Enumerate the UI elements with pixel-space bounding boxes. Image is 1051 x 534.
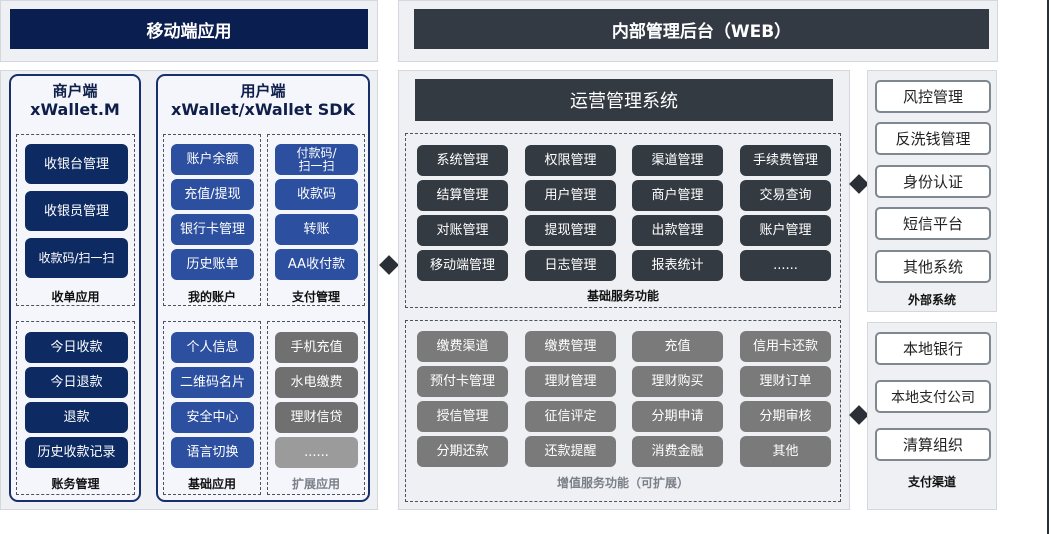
withdraw-mgmt-button[interactable]: 提现管理 bbox=[525, 215, 616, 246]
my-account-group: 我的账户 bbox=[163, 134, 261, 306]
ops-system-title-text: 运营管理系统 bbox=[570, 91, 678, 112]
history-income-button[interactable]: 历史收款记录 bbox=[25, 437, 128, 468]
payment-channel-button[interactable]: 缴费渠道 bbox=[417, 331, 508, 362]
wealth-order-button[interactable]: 理财订单 bbox=[740, 366, 831, 397]
payment-mgmt-group: 支付管理 bbox=[267, 134, 365, 306]
more-basic-button[interactable]: ...... bbox=[740, 250, 831, 281]
mobile-header-text: 移动端应用 bbox=[146, 21, 232, 42]
permission-mgmt-button[interactable]: 权限管理 bbox=[525, 145, 616, 176]
security-center-button[interactable]: 安全中心 bbox=[171, 402, 254, 433]
user-title-2: xWallet/xWallet SDK bbox=[171, 100, 355, 119]
accounting-label: 账务管理 bbox=[51, 477, 100, 491]
backend-channels-diamond bbox=[849, 405, 869, 425]
today-refund-button[interactable]: 今日退款 bbox=[25, 367, 128, 398]
utility-bill-button[interactable]: 水电缴费 bbox=[275, 367, 358, 398]
wealth-mgmt-button[interactable]: 理财管理 bbox=[525, 366, 616, 397]
identity-auth-item[interactable]: 身份认证 bbox=[875, 165, 991, 198]
right-edge-divider bbox=[1047, 0, 1049, 534]
ops-system-title: 运营管理系统 bbox=[415, 79, 833, 121]
channel-mgmt-button[interactable]: 渠道管理 bbox=[632, 145, 723, 176]
report-stats-button[interactable]: 报表统计 bbox=[632, 250, 723, 281]
fee-mgmt-button[interactable]: 手续费管理 bbox=[740, 145, 831, 176]
payment-mgmt-button[interactable]: 缴费管理 bbox=[525, 331, 616, 362]
payment-channels-label: 支付渠道 bbox=[907, 475, 956, 489]
collection-group: 收单应用 bbox=[16, 134, 135, 306]
repay-reminder-button[interactable]: 还款提醒 bbox=[525, 436, 616, 467]
payment-mgmt-label: 支付管理 bbox=[291, 290, 340, 304]
sms-platform-item[interactable]: 短信平台 bbox=[875, 207, 991, 240]
user-title-1: 用户端 bbox=[240, 82, 286, 100]
merchant-title-1: 商户端 bbox=[52, 82, 98, 100]
risk-control-item[interactable]: 风控管理 bbox=[875, 80, 991, 113]
basic-apps-label: 基础应用 bbox=[187, 477, 236, 491]
installment-apply-button[interactable]: 分期申请 bbox=[632, 401, 723, 432]
installment-review-button[interactable]: 分期审核 bbox=[740, 401, 831, 432]
user-mgmt-button[interactable]: 用户管理 bbox=[525, 180, 616, 211]
cashier-staff-button[interactable]: 收银员管理 bbox=[25, 191, 128, 231]
system-mgmt-button[interactable]: 系统管理 bbox=[417, 145, 508, 176]
history-bill-button[interactable]: 历史账单 bbox=[171, 249, 254, 280]
receive-code-button[interactable]: 收款码 bbox=[275, 179, 358, 210]
transaction-query-button[interactable]: 交易查询 bbox=[740, 180, 831, 211]
merchant-title-2: xWallet.M bbox=[30, 100, 120, 119]
mobile-topup-button[interactable]: 手机充值 bbox=[275, 332, 358, 363]
anti-money-laundering-item[interactable]: 反洗钱管理 bbox=[875, 122, 991, 155]
external-systems-label: 外部系统 bbox=[907, 293, 956, 307]
profile-button[interactable]: 个人信息 bbox=[171, 332, 254, 363]
extension-apps-group: 扩展应用 bbox=[267, 321, 365, 495]
value-added-group: 增值服务功能（可扩展） bbox=[405, 320, 841, 502]
backend-header-text: 内部管理后台（WEB） bbox=[611, 21, 792, 42]
language-button[interactable]: 语言切换 bbox=[171, 437, 254, 468]
basic-services-group: 基础服务功能 bbox=[405, 133, 841, 308]
more-extension-button[interactable]: ...... bbox=[275, 437, 358, 468]
refund-button[interactable]: 退款 bbox=[25, 402, 128, 433]
credit-grant-button[interactable]: 授信管理 bbox=[417, 401, 508, 432]
pay-code-scan-button[interactable]: 付款码/ 扫一扫 bbox=[275, 144, 358, 175]
installment-repay-button[interactable]: 分期还款 bbox=[417, 436, 508, 467]
collection-label: 收单应用 bbox=[51, 290, 100, 304]
mobile-mgmt-button[interactable]: 移动端管理 bbox=[417, 250, 508, 281]
backend-external-diamond bbox=[849, 174, 869, 194]
merchant-mgmt-button[interactable]: 商户管理 bbox=[632, 180, 723, 211]
other-systems-item[interactable]: 其他系统 bbox=[875, 250, 991, 283]
value-added-label: 增值服务功能（可扩展） bbox=[556, 476, 689, 490]
credit-card-repay-button[interactable]: 信用卡还款 bbox=[740, 331, 831, 362]
account-mgmt-button[interactable]: 账户管理 bbox=[740, 215, 831, 246]
other-button[interactable]: 其他 bbox=[740, 436, 831, 467]
wealth-purchase-button[interactable]: 理财购买 bbox=[632, 366, 723, 397]
mobile-backend-diamond bbox=[379, 255, 399, 275]
finance-credit-button[interactable]: 理财信贷 bbox=[275, 402, 358, 433]
basic-services-label: 基础服务功能 bbox=[586, 289, 659, 303]
consumer-finance-button[interactable]: 消费金融 bbox=[632, 436, 723, 467]
backend-header: 内部管理后台（WEB） bbox=[414, 9, 989, 49]
bank-card-button[interactable]: 银行卡管理 bbox=[171, 214, 254, 245]
local-bank-item[interactable]: 本地银行 bbox=[875, 332, 991, 365]
basic-apps-group: 基础应用 bbox=[163, 321, 261, 495]
clearing-org-item[interactable]: 清算组织 bbox=[875, 428, 991, 461]
recharge-button[interactable]: 充值 bbox=[632, 331, 723, 362]
aa-payment-button[interactable]: AA收付款 bbox=[275, 249, 358, 280]
mobile-header: 移动端应用 bbox=[10, 9, 368, 49]
merchant-card: 商户端 xWallet.M 收单应用 收银台管理 收银员管理 收款码/扫一扫 账… bbox=[9, 74, 141, 502]
transfer-button[interactable]: 转账 bbox=[275, 214, 358, 245]
prepaid-card-button[interactable]: 预付卡管理 bbox=[417, 366, 508, 397]
credit-rating-button[interactable]: 征信评定 bbox=[525, 401, 616, 432]
qr-card-button[interactable]: 二维码名片 bbox=[171, 367, 254, 398]
user-card: 用户端 xWallet/xWallet SDK 我的账户 账户余额 充值/提现 … bbox=[156, 74, 370, 502]
today-income-button[interactable]: 今日收款 bbox=[25, 332, 128, 363]
settlement-mgmt-button[interactable]: 结算管理 bbox=[417, 180, 508, 211]
receive-code-scan-button[interactable]: 收款码/扫一扫 bbox=[25, 238, 128, 278]
my-account-label: 我的账户 bbox=[187, 290, 236, 304]
extension-apps-label: 扩展应用 bbox=[291, 477, 340, 491]
reconciliation-mgmt-button[interactable]: 对账管理 bbox=[417, 215, 508, 246]
cashier-desk-button[interactable]: 收银台管理 bbox=[25, 144, 128, 184]
local-payment-company-item[interactable]: 本地支付公司 bbox=[875, 380, 991, 413]
topup-withdraw-button[interactable]: 充值/提现 bbox=[171, 179, 254, 210]
log-mgmt-button[interactable]: 日志管理 bbox=[525, 250, 616, 281]
payout-mgmt-button[interactable]: 出款管理 bbox=[632, 215, 723, 246]
balance-button[interactable]: 账户余额 bbox=[171, 144, 254, 175]
accounting-group: 账务管理 bbox=[16, 321, 135, 495]
